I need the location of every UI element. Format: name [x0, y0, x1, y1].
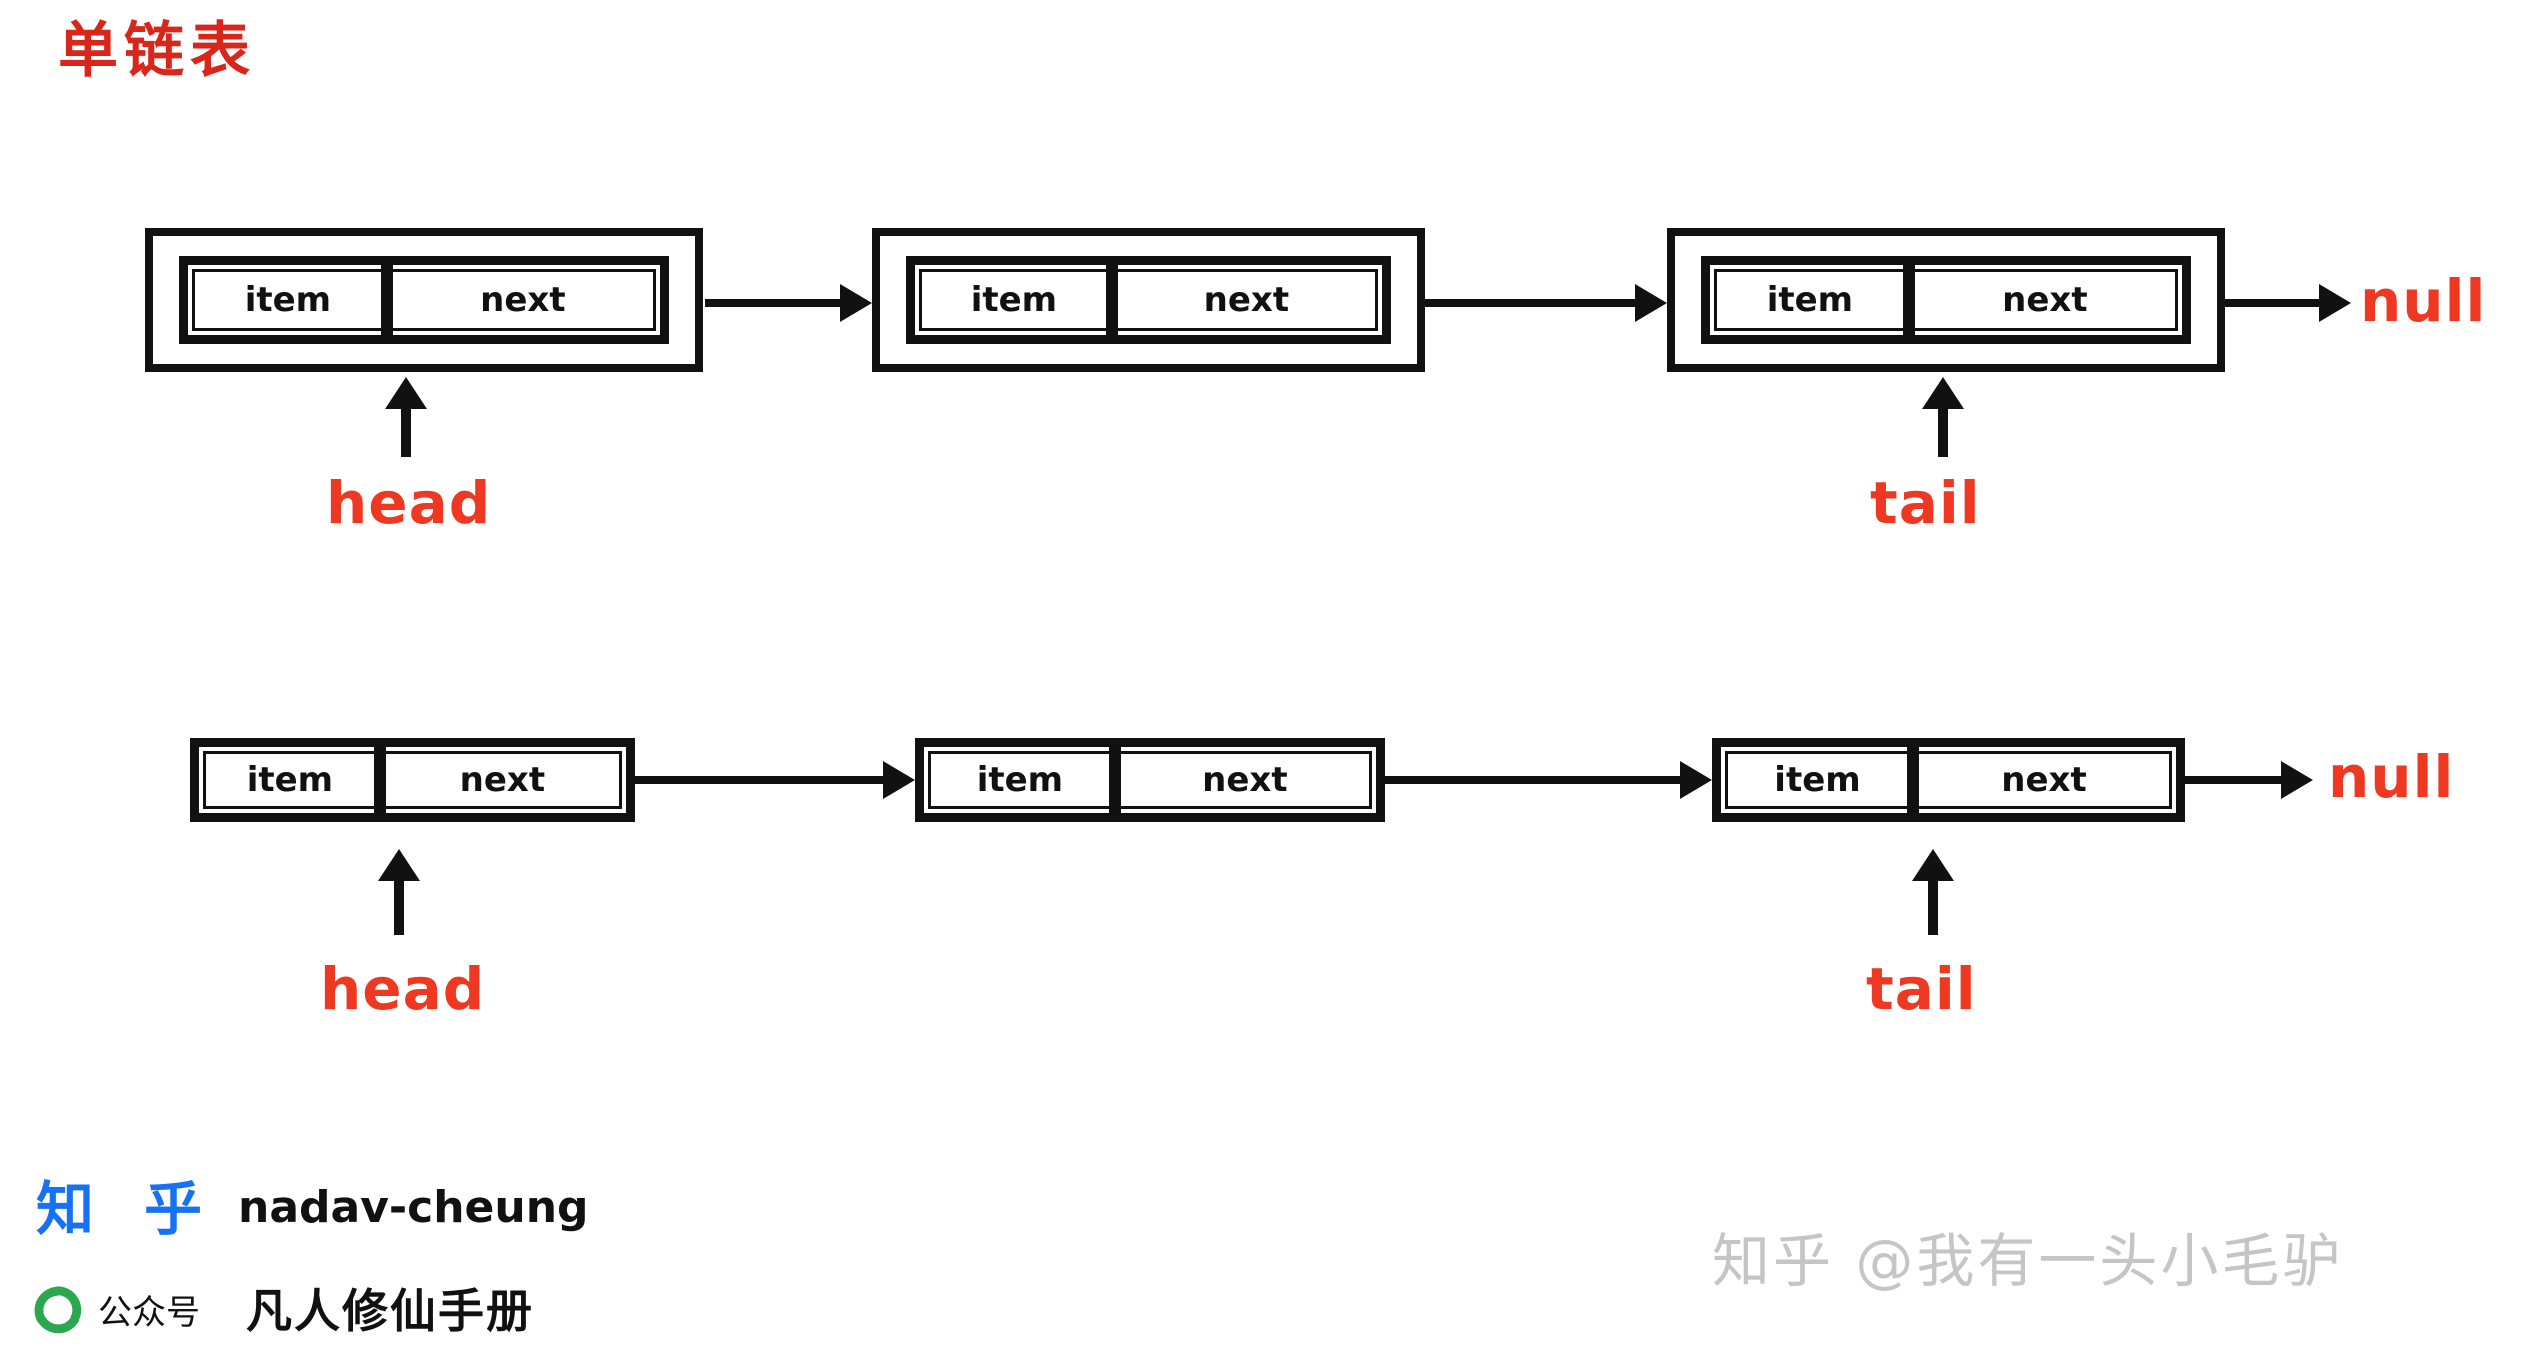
arrow-stem [2185, 776, 2287, 784]
row1-node-3: item next [1667, 228, 2225, 372]
arrow-head [2319, 284, 2351, 322]
row2-node-1: item next [190, 738, 635, 822]
head-label: head [326, 469, 492, 537]
tail-label: tail [1866, 955, 1977, 1023]
item-cell: item [1725, 751, 1907, 809]
official-account-name: 凡人修仙手册 [246, 1284, 534, 1338]
item-cell: item [928, 751, 1109, 809]
next-cell: next [1919, 751, 2172, 809]
null-label: null [2360, 267, 2487, 335]
author-name: nadav-cheung [238, 1182, 589, 1233]
head-pointer-arrow [384, 377, 428, 457]
arrow-head [1680, 761, 1712, 799]
arrow-head [840, 284, 872, 322]
arrow-head [1912, 849, 1954, 881]
row1-node-1: item next [145, 228, 703, 372]
tail-pointer-arrow [1911, 849, 1955, 935]
next-cell: next [1120, 751, 1372, 809]
page-title: 单链表 [58, 16, 256, 86]
item-cell: item [919, 269, 1106, 331]
row2-node-2: item next [915, 738, 1385, 822]
arrow-stem [1928, 879, 1938, 935]
item-next-table: item next [1701, 256, 2191, 344]
item-cell: item [192, 269, 381, 331]
next-pointer-arrow [1425, 284, 1667, 322]
cell-divider [1902, 265, 1915, 335]
cell-divider [373, 747, 386, 813]
arrow-head [1922, 377, 1964, 409]
arrow-stem [1385, 776, 1686, 784]
null-pointer-arrow [2185, 761, 2313, 799]
null-label: null [2328, 743, 2455, 811]
cell-divider [380, 265, 393, 335]
next-pointer-arrow [635, 761, 915, 799]
cell-divider [1907, 747, 1919, 813]
arrow-stem [401, 407, 411, 457]
wechat-official-account-icon [34, 1286, 82, 1334]
next-pointer-arrow [705, 284, 872, 322]
next-pointer-arrow [1385, 761, 1712, 799]
arrow-stem [1425, 299, 1641, 307]
cell-divider [1108, 747, 1121, 813]
next-cell: next [1117, 269, 1378, 331]
item-next-table: item next [179, 256, 669, 344]
row2-node-3: item next [1712, 738, 2185, 822]
arrow-head [883, 761, 915, 799]
item-next-table: item next [906, 256, 1391, 344]
row1-node-2: item next [872, 228, 1425, 372]
arrow-head [2281, 761, 2313, 799]
arrow-head [385, 377, 427, 409]
arrow-stem [635, 776, 889, 784]
next-cell: next [385, 751, 622, 809]
arrow-head [1635, 284, 1667, 322]
tail-label: tail [1870, 469, 1981, 537]
official-account-label: 公众号 [98, 1293, 200, 1333]
null-pointer-arrow [2225, 284, 2351, 322]
arrow-stem [394, 879, 404, 935]
next-cell: next [1914, 269, 2178, 331]
tail-pointer-arrow [1921, 377, 1965, 457]
arrow-stem [705, 299, 846, 307]
head-pointer-arrow [377, 849, 421, 935]
watermark: 知乎 @我有一头小毛驴 [1712, 1227, 2344, 1295]
item-cell: item [1714, 269, 1903, 331]
cell-divider [1105, 265, 1118, 335]
next-cell: next [392, 269, 656, 331]
head-label: head [320, 955, 486, 1023]
arrow-head [378, 849, 420, 881]
arrow-stem [1938, 407, 1948, 457]
arrow-stem [2225, 299, 2325, 307]
zhihu-wordmark: 知乎 [36, 1175, 253, 1243]
item-cell: item [203, 751, 374, 809]
